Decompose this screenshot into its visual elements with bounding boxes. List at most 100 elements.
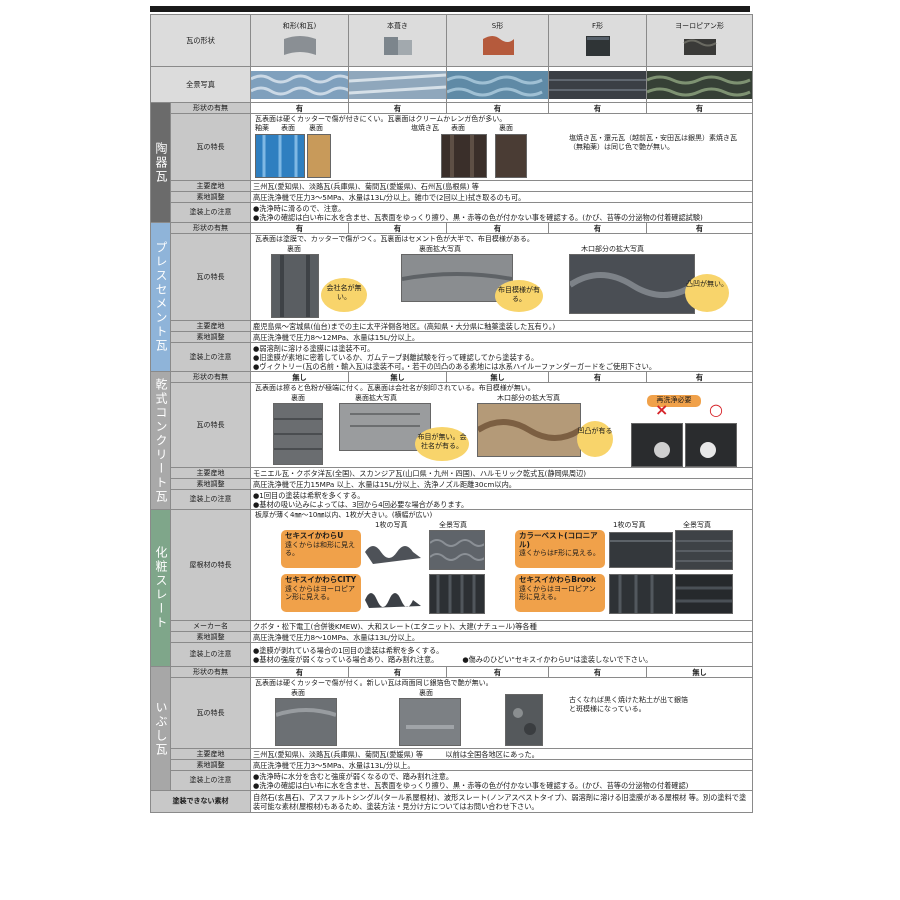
box-title: カラーベスト(コロニアル) <box>519 531 598 549</box>
photo-header-label: 全景写真 <box>149 66 252 103</box>
shape-value: 有 <box>250 666 350 678</box>
kawara-city-full-photo <box>429 574 486 614</box>
european-tile-image <box>682 39 717 55</box>
ibushi-caution-row: 塗装上の注意 ●洗浄時に水分を含むと強度が弱くなるので、踏み割れ注意。 ●洗浄の… <box>151 770 754 791</box>
row-label: メーカー名 <box>169 620 252 632</box>
feature-text: 板厚が薄く4㎜～10㎜以内、1枚が大きい。(横幅が広い) <box>255 511 433 519</box>
feature-text: 瓦表面は硬くカッターで傷が付きにくい。瓦裏面はクリームかレンガ色が多い。 <box>255 115 507 123</box>
caption: 裏面 <box>499 124 514 132</box>
caption: 裏面拡大写真 <box>419 245 462 253</box>
caution-line: ●弱溶剤に溶ける塗膜には塗装不可。 <box>253 343 375 353</box>
tougawara-feature-row: 瓦の特長 瓦表面は硬くカッターで傷が付きにくい。瓦裏面はクリームかレンガ色が多い… <box>151 113 754 181</box>
adjust-text: 高圧洗浄機で圧力15MPa 以上、水量は15L/分以上、洗浄ノズル距離30cm以… <box>250 478 754 490</box>
caption: 釉薬 <box>255 124 270 132</box>
shape-name: F形 <box>592 22 604 30</box>
tougawara-shape-row: 陶器瓦 形状の有無 有 有 有 有 有 <box>150 102 754 223</box>
caption: 裏面 <box>309 124 324 132</box>
photo-header-row: 全景写真 <box>149 66 754 103</box>
press-kiguchi-photo <box>569 254 696 314</box>
feature-text: 瓦表面は塗膜で、カッターで傷がつく。瓦裏面はセメント色が大半で、布目模様がある。 <box>255 235 534 243</box>
f-roof-photo <box>549 70 646 99</box>
row-label: 瓦の特長 <box>169 382 252 468</box>
caption: 全景写真 <box>439 521 468 529</box>
shape-value: 有 <box>446 222 550 234</box>
shape-col-wagata: 和形(和瓦) <box>250 14 350 67</box>
ibushi-shape-row: いぶし瓦 形状の有無 有 有 有 有 無し <box>150 666 754 791</box>
shape-value: 無し <box>250 371 350 383</box>
adjust-text: 高圧洗浄機で圧力8～12MPa、水量は15L/分以上。 <box>250 331 754 343</box>
shioyaki-back-photo <box>495 134 528 178</box>
row-label: 素地調整 <box>169 478 252 490</box>
origin-text: 三州瓦(愛知県)、淡路瓦(兵庫県)、菊間瓦(愛媛県) 等 <box>253 749 424 759</box>
shape-name: ヨーロピアン形 <box>675 22 724 30</box>
caution-line: ●ヴィクトリー(瓦の名前・輸入瓦)は塗装不可。・若干の凹凸のある素地には水系ハイ… <box>253 361 657 371</box>
row-label: 主要産地 <box>169 180 252 192</box>
row-label: 塗装上の注意 <box>169 202 252 223</box>
caution-line-group: ●基材の強度が弱くなっている場合あり、踏み割れ注意。 ●傷みのひどい"セキスイか… <box>253 655 750 664</box>
kawara-brook-full-photo <box>675 574 734 614</box>
section-slate: 化粧スレート <box>150 509 171 667</box>
european-roof-photo <box>647 70 752 99</box>
shape-value: 有 <box>548 222 648 234</box>
press-back-photo <box>271 254 320 318</box>
row-label: 塗装上の注意 <box>169 770 252 791</box>
caption: 裏面拡大写真 <box>355 394 398 402</box>
rewash-label: 再洗浄必要 <box>647 395 702 407</box>
adjust-text: 高圧洗浄機で圧力8～10MPa、水量は13L/分以上。 <box>250 631 754 643</box>
kawara-city-single-photo <box>365 593 422 608</box>
honbuki-tile-image <box>383 37 412 55</box>
row-label: 形状の有無 <box>169 222 252 234</box>
clean-ok-photo <box>685 423 738 467</box>
shape-value: 有 <box>250 222 350 234</box>
box-text: 遠くからはヨーロピアン形に見える。 <box>285 584 356 602</box>
caution-line: ●洗浄時に滑るので、注意。 <box>253 203 346 213</box>
tougawara-origin-row: 主要産地 三州瓦(愛知県)、淡路瓦(兵庫県)、菊間瓦(愛媛県)、石州瓦(島根県)… <box>151 180 754 192</box>
wagata-roof-photo <box>251 70 348 99</box>
box-title: セキスイかわらBrook <box>519 575 596 584</box>
ibushi-old-photo <box>505 694 544 746</box>
row-label: 主要産地 <box>169 748 252 760</box>
caution-line: ●洗浄の確認は白い布に水を含ませ、瓦表面をゆっくり擦り、黒・赤等の色が付かない事… <box>253 212 703 222</box>
concrete-kiguchi-photo <box>477 403 582 457</box>
slate-box-colorbest: カラーベスト(コロニアル) 遠くからはF形に見える。 <box>515 530 606 568</box>
slate-feature-row: 化粧スレート 屋根材の特長 板厚が薄く4㎜～10㎜以内、1枚が大きい。(横幅が広… <box>150 509 754 667</box>
shape-value: 有 <box>646 102 754 114</box>
row-label: 塗装上の注意 <box>169 342 252 372</box>
kawara-u-full-photo <box>429 530 486 570</box>
caption: 1枚の写真 <box>375 521 408 529</box>
callout-bubble: 会社名が無い。 <box>321 278 368 312</box>
colorbest-full-photo <box>675 530 734 570</box>
feature-text: 瓦表面は擦ると色粉が極端に付く。瓦裏面は会社名が刻印されている。布目模様が無い。 <box>255 384 535 392</box>
ibushi-feature-row: 瓦の特長 瓦表面は硬くカッターで傷が付く。新しい瓦は両面同じ銀箔色で艶が無い。 … <box>151 677 754 749</box>
caption: 全景写真 <box>683 521 712 529</box>
slate-box-kawara-city: セキスイかわらCITY 遠くからはヨーロピアン形に見える。 <box>281 574 362 612</box>
caption: 裏面 <box>291 394 306 402</box>
caution-line: ●1回目の塗装は希釈を多くする。 <box>253 490 365 500</box>
caution-line: ●基材の強度が弱くなっている場合あり、踏み割れ注意。 <box>253 654 439 664</box>
callout-bubble: 凹凸が有る <box>577 421 614 457</box>
caution-cell: ●洗浄時に水分を含むと強度が弱くなるので、踏み割れ注意。 ●洗浄の確認は白い布に… <box>250 770 754 791</box>
box-text: 遠くからはF形に見える。 <box>519 549 600 557</box>
honbuki-roof-photo <box>349 70 446 99</box>
caption: 裏面 <box>419 689 434 697</box>
concrete-origin-row: 主要産地 モニエル瓦・クボタ洋瓦(全国)、スカンジア瓦(山口県・九州・四国)、ハ… <box>151 467 754 479</box>
row-label: 瓦の特長 <box>169 677 252 749</box>
row-label: 素地調整 <box>169 331 252 343</box>
row-label: 塗装上の注意 <box>169 489 252 510</box>
row-label: 主要産地 <box>169 467 252 479</box>
section-concrete: 乾式コンクリート瓦 <box>150 371 171 510</box>
yuuyaku-front-photo <box>255 134 306 178</box>
row-label: 塗装できない素材 <box>149 790 252 813</box>
yuuyaku-back-photo <box>307 134 332 178</box>
tougawara-caution-row: 塗装上の注意 ●洗浄時に滑るので、注意。 ●洗浄の確認は白い布に水を含ませ、瓦表… <box>151 202 754 223</box>
caution-cell: ●1回目の塗装は希釈を多くする。 ●基材の吸い込みによっては、3回から4回必要な… <box>250 489 754 510</box>
shape-name: 和形(和瓦) <box>282 22 317 30</box>
box-text: 遠くからはヨーロピアン形に見える。 <box>519 584 596 602</box>
concrete-shape-row: 乾式コンクリート瓦 形状の有無 無し 無し 無し 有 有 <box>150 371 754 510</box>
shape-col-f: F形 <box>548 14 648 67</box>
shape-value: 有 <box>348 102 448 114</box>
caption: 表面 <box>451 124 466 132</box>
callout-bubble: 凸凹が無い。 <box>685 274 730 312</box>
shape-col-honbuki: 本葺き <box>348 14 448 67</box>
not-paintable-text: 自然石(玄昌石)、アスファルトシングル(タール系屋根材)、波形スレート(ノンアス… <box>250 790 754 813</box>
